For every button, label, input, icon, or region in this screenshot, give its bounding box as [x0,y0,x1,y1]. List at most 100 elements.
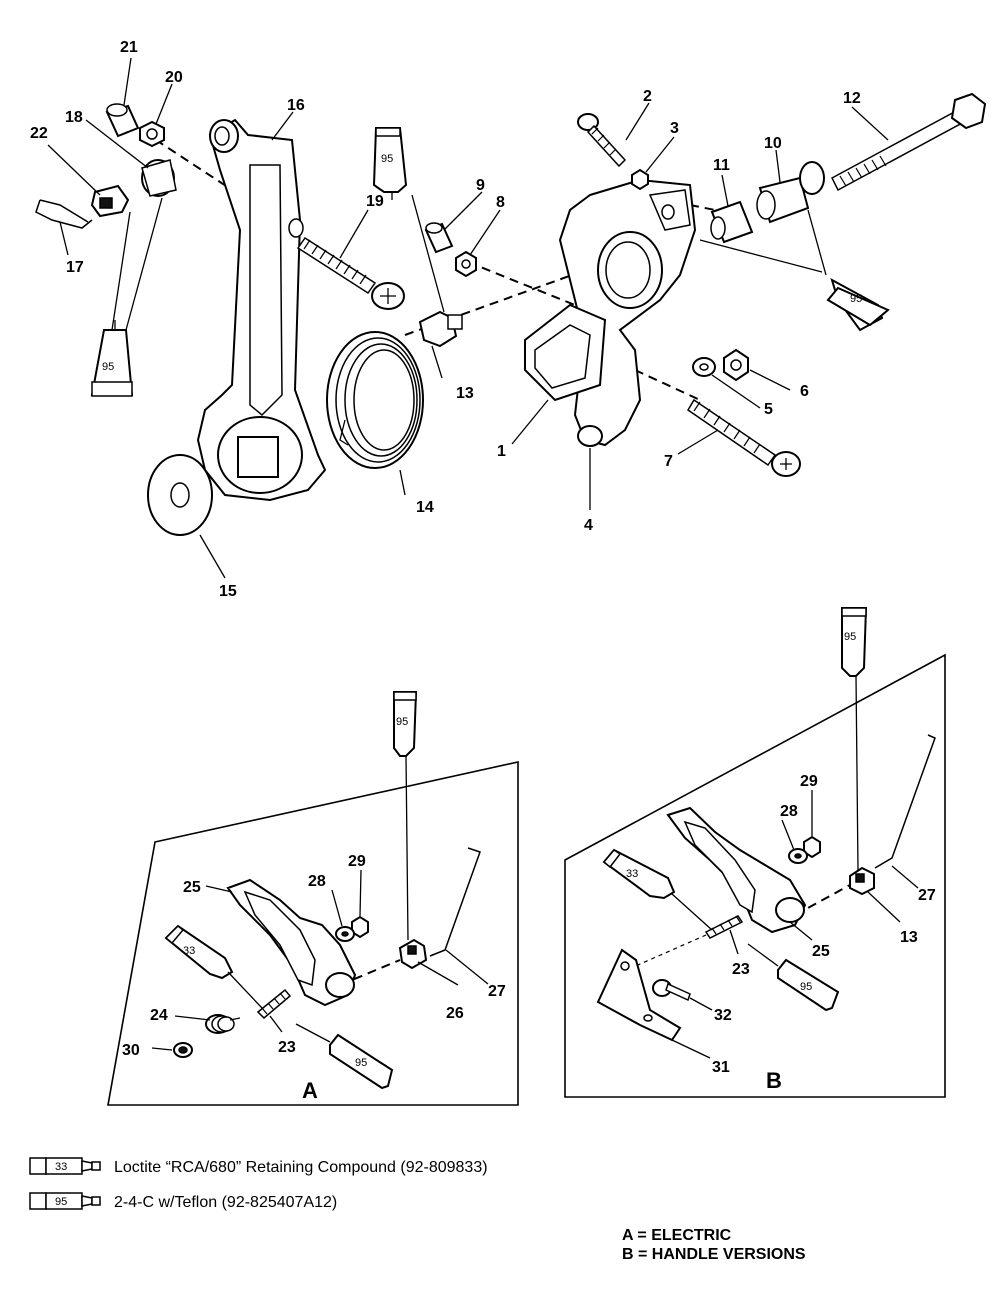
panel-b: 95 [564,607,946,1098]
callout-21: 21 [120,39,138,56]
callout-16: 16 [287,97,305,114]
leader-29-a [359,869,362,917]
assembly-line [689,204,741,216]
leader-5 [711,374,761,409]
leader-8 [469,209,501,256]
screw-part-2 [577,113,627,168]
grease-tube-95-a-bottom: 95 [295,1023,394,1090]
callout-9: 9 [476,177,485,194]
ball-stud-part-26 [398,938,428,970]
callout-13-b: 13 [900,929,918,946]
bolt-part-12 [831,92,987,192]
svg-text:95: 95 [844,631,856,643]
leader-2 [625,102,650,141]
svg-text:95: 95 [396,716,408,728]
callout-23-b: 23 [732,961,750,978]
callout-30: 30 [122,1042,140,1059]
leader-9 [443,191,483,231]
legend-text-33: Loctite “RCA/680” Retaining Compound (92… [114,1159,488,1176]
callout-24: 24 [150,1007,168,1024]
svg-text:95: 95 [102,361,114,373]
leader-30 [151,1047,173,1051]
callout-28-b: 28 [780,803,798,820]
stud-part-23-a [256,988,292,1020]
grease-tube-95-left: 95 [90,320,134,397]
callout-1: 1 [497,443,506,460]
leader-tube-right [699,209,827,276]
callout-7: 7 [664,453,673,470]
leader-20 [155,83,173,125]
leader-23-a [269,1015,283,1033]
stud-part-23-b [704,915,744,939]
svg-text:95: 95 [800,981,812,993]
callout-23-a: 23 [278,1039,296,1056]
svg-text:33: 33 [183,945,195,957]
callout-5: 5 [764,401,773,418]
callout-18: 18 [65,109,83,126]
legend-text-95: 2-4-C w/Teflon (92-825407A12) [114,1194,337,1211]
nut-part-3 [631,168,649,191]
svg-text:95: 95 [381,153,393,165]
leader-27-b [891,865,919,889]
assembly-line-b [794,884,851,916]
panel-a: 95 [107,691,519,1106]
callout-32: 32 [714,1007,732,1024]
callout-6: 6 [800,383,809,400]
screw-part-32 [652,979,691,1002]
ball-stud-part-13-b [849,866,875,896]
leader-14 [399,469,406,496]
washer-part-28-a [335,926,355,942]
washer-part-5 [692,357,716,377]
grease-tube-95-a-top: 95 [393,691,418,941]
washer-part-28-b [788,848,808,864]
leader-24 [174,1015,211,1021]
svg-text:33: 33 [626,868,638,880]
callout-25-b: 25 [812,943,830,960]
nut-part-9 [424,222,454,254]
leader-7 [677,429,719,455]
bracket-part-31 [596,948,682,1042]
rod-part-27-a [429,847,481,957]
leader-22 [47,144,101,196]
svg-text:95: 95 [850,293,862,305]
spring-part-24 [205,1014,241,1034]
svg-text:95: 95 [355,1057,367,1069]
callout-28-a: 28 [308,873,326,890]
leader-13 [431,345,443,379]
callout-31: 31 [712,1059,730,1076]
arm-assembly-part-1 [524,178,697,447]
leader-15 [199,534,226,579]
callout-3: 3 [670,120,679,137]
bushing-part-18 [141,159,177,197]
nut-part-21 [105,103,140,138]
leader-32 [689,997,713,1011]
bushing-part-10 [756,161,825,224]
callout-12: 12 [843,90,861,107]
callout-25-a: 25 [183,879,201,896]
callout-19: 19 [366,193,384,210]
leader-tube-top [411,194,445,313]
callout-27-a: 27 [488,983,506,1000]
leader-25-b [789,921,813,941]
rod-part-27-b [874,734,936,869]
screw-part-7 [686,398,801,477]
spring-part-14 [326,331,424,469]
callout-2: 2 [643,88,652,105]
nut-part-20 [139,120,165,148]
grease-tube-33-a: 33 [164,924,263,1009]
note-handle-versions: B = HANDLE VERSIONS [622,1246,806,1263]
callout-29-a: 29 [348,853,366,870]
panel-label-b: B [766,1068,782,1093]
legend-row-33: 33 Loctite “RCA/680” Retaining Compound … [29,1157,488,1176]
grease-tube-95-b-bottom: 95 [747,943,840,1012]
leader-31 [671,1039,711,1059]
lever-part-25-b [666,806,807,934]
ball-stud-part-13 [418,310,463,348]
screw-part-19 [296,236,405,310]
leader-23-b [729,929,739,955]
leader-21 [123,57,132,106]
legend-tube-33: 33 [55,1161,67,1173]
legend-tube-95: 95 [55,1196,67,1208]
callout-20: 20 [165,69,183,86]
